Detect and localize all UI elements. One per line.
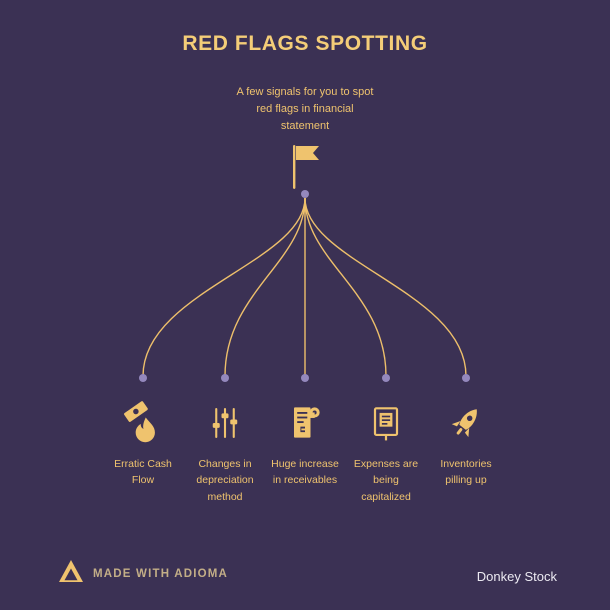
- rocket-icon: [421, 398, 511, 448]
- flag-icon: [287, 142, 323, 195]
- page-title: RED FLAGS SPOTTING: [182, 32, 428, 55]
- diagram-item-erratic-cash-flow: Erratic Cash Flow: [98, 398, 188, 489]
- item-label: Changes in depreciation method: [196, 458, 254, 503]
- item-label: Inventories pilling up: [440, 458, 492, 487]
- item-label: Huge increase in receivables: [271, 458, 339, 487]
- diagram-item-receivables: Huge increase in receivables: [260, 398, 350, 489]
- diagram-item-inventories: Inventories pilling up: [421, 398, 511, 489]
- diagram-item-depreciation-method: Changes in depreciation method: [180, 398, 270, 505]
- ledger-icon: [341, 398, 431, 448]
- leaf-node-dot: [221, 374, 229, 382]
- leaf-node-dot: [382, 374, 390, 382]
- item-label: Erratic Cash Flow: [114, 458, 172, 487]
- page-subtitle: A few signals for you to spot red flags …: [236, 86, 374, 133]
- leaf-node-dot: [301, 374, 309, 382]
- item-label: Expenses are being capitalized: [353, 458, 419, 503]
- leaf-node-dot: [462, 374, 470, 382]
- root-node-dot: [301, 190, 309, 198]
- sliders-icon: [180, 398, 270, 448]
- leaf-node-dot: [139, 374, 147, 382]
- made-with-adioma: MADE WITH ADIOMA: [58, 559, 228, 588]
- adioma-logo-icon: [58, 559, 84, 588]
- attribution-label: Donkey Stock: [476, 569, 557, 584]
- burning-cash-icon: [98, 398, 188, 448]
- receipt-icon: [260, 398, 350, 448]
- diagram-item-capitalized-expenses: Expenses are being capitalized: [341, 398, 431, 505]
- made-with-label: MADE WITH ADIOMA: [93, 567, 229, 580]
